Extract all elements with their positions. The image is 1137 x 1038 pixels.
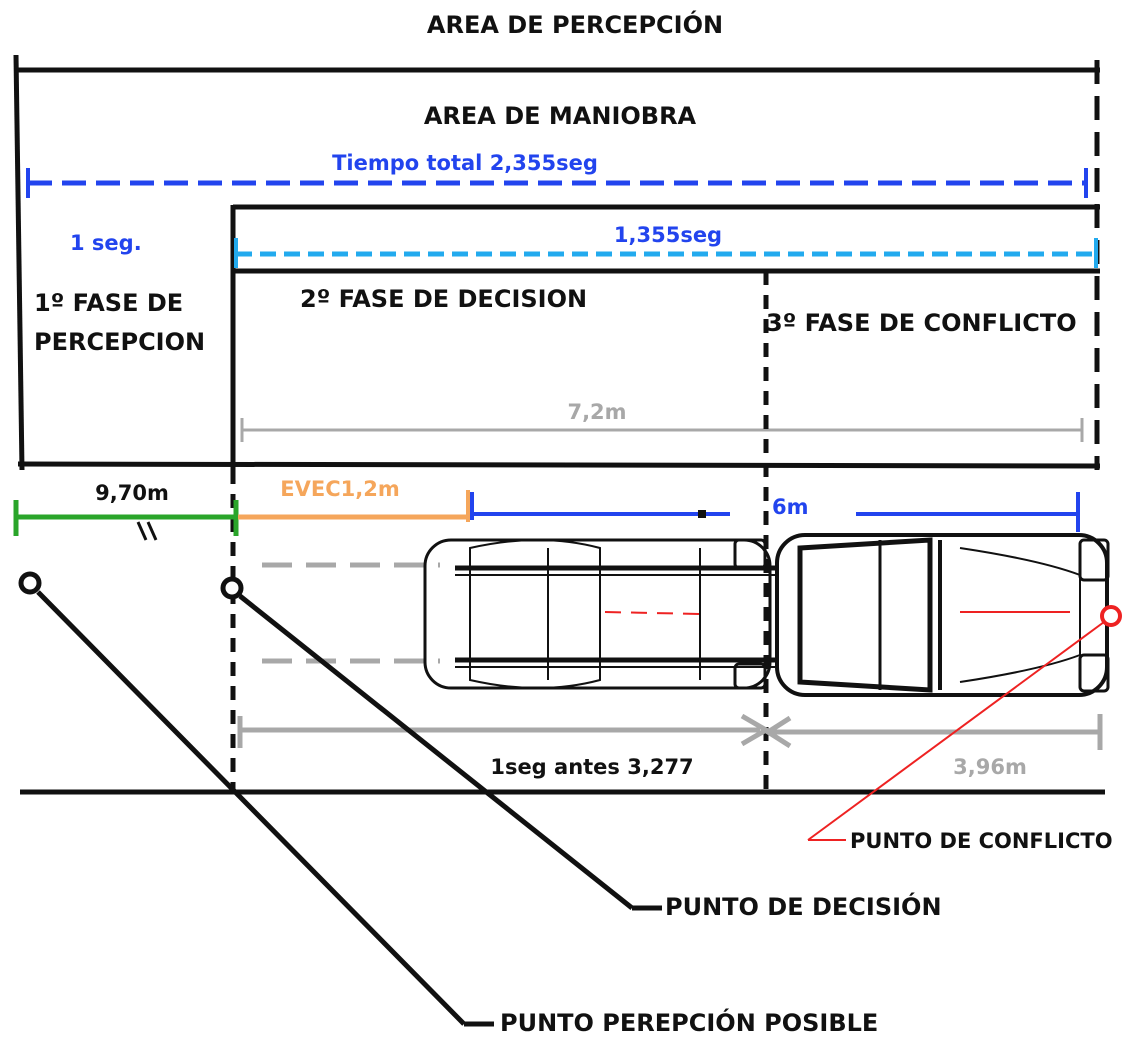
decision-point-circle (220, 576, 244, 600)
fase1-label-line1: 1º FASE DE (34, 289, 183, 317)
seg-antes-label: 1seg antes 3,277 (490, 755, 693, 779)
vehicle-front-icon (775, 533, 1110, 697)
conflict-leader-line (807, 621, 1105, 841)
dist-6-label: 6m (772, 495, 809, 519)
dist-72-label: 7,2m (567, 400, 626, 424)
seg-antes-arrowhead (740, 713, 771, 747)
fase2-label: 2º FASE DE DECISION (300, 285, 587, 313)
perception-point-circle (18, 571, 42, 595)
vehicle-rear-icon (423, 538, 775, 690)
tiempo-total-label: Tiempo total 2,355seg (332, 151, 598, 175)
left-border-line (13, 54, 25, 471)
dist-396-label: 3,96m (953, 755, 1027, 779)
dist-396-arrowhead (763, 715, 792, 749)
phase-frame-bottom (17, 461, 1101, 469)
fase3-label: 3º FASE DE CONFLICTO (766, 309, 1077, 337)
un-seg-label: 1 seg. (70, 231, 142, 255)
dist-970-label: 9,70m (95, 481, 169, 505)
break-mark (136, 521, 158, 541)
t-1355-label: 1,355seg (614, 223, 722, 247)
punto-conflicto-label: PUNTO DE CONFLICTO (850, 829, 1113, 853)
conflict-point-circle (1100, 605, 1122, 627)
perception-leader-line (36, 590, 466, 1026)
decision-leader-line (238, 594, 634, 910)
evec-label: EVEC1,2m (280, 477, 399, 501)
punto-percepcion-label: PUNTO PEREPCIÓN POSIBLE (500, 1007, 878, 1037)
fase1-label-line2: PERCEPCION (34, 328, 205, 356)
dist-6-marker (698, 510, 706, 518)
area-maniobra-title: AREA DE MANIOBRA (424, 102, 697, 130)
punto-decision-label: PUNTO DE DECISIÓN (665, 891, 942, 921)
area-percepcion-title: AREA DE PERCEPCIÓN (427, 9, 723, 39)
